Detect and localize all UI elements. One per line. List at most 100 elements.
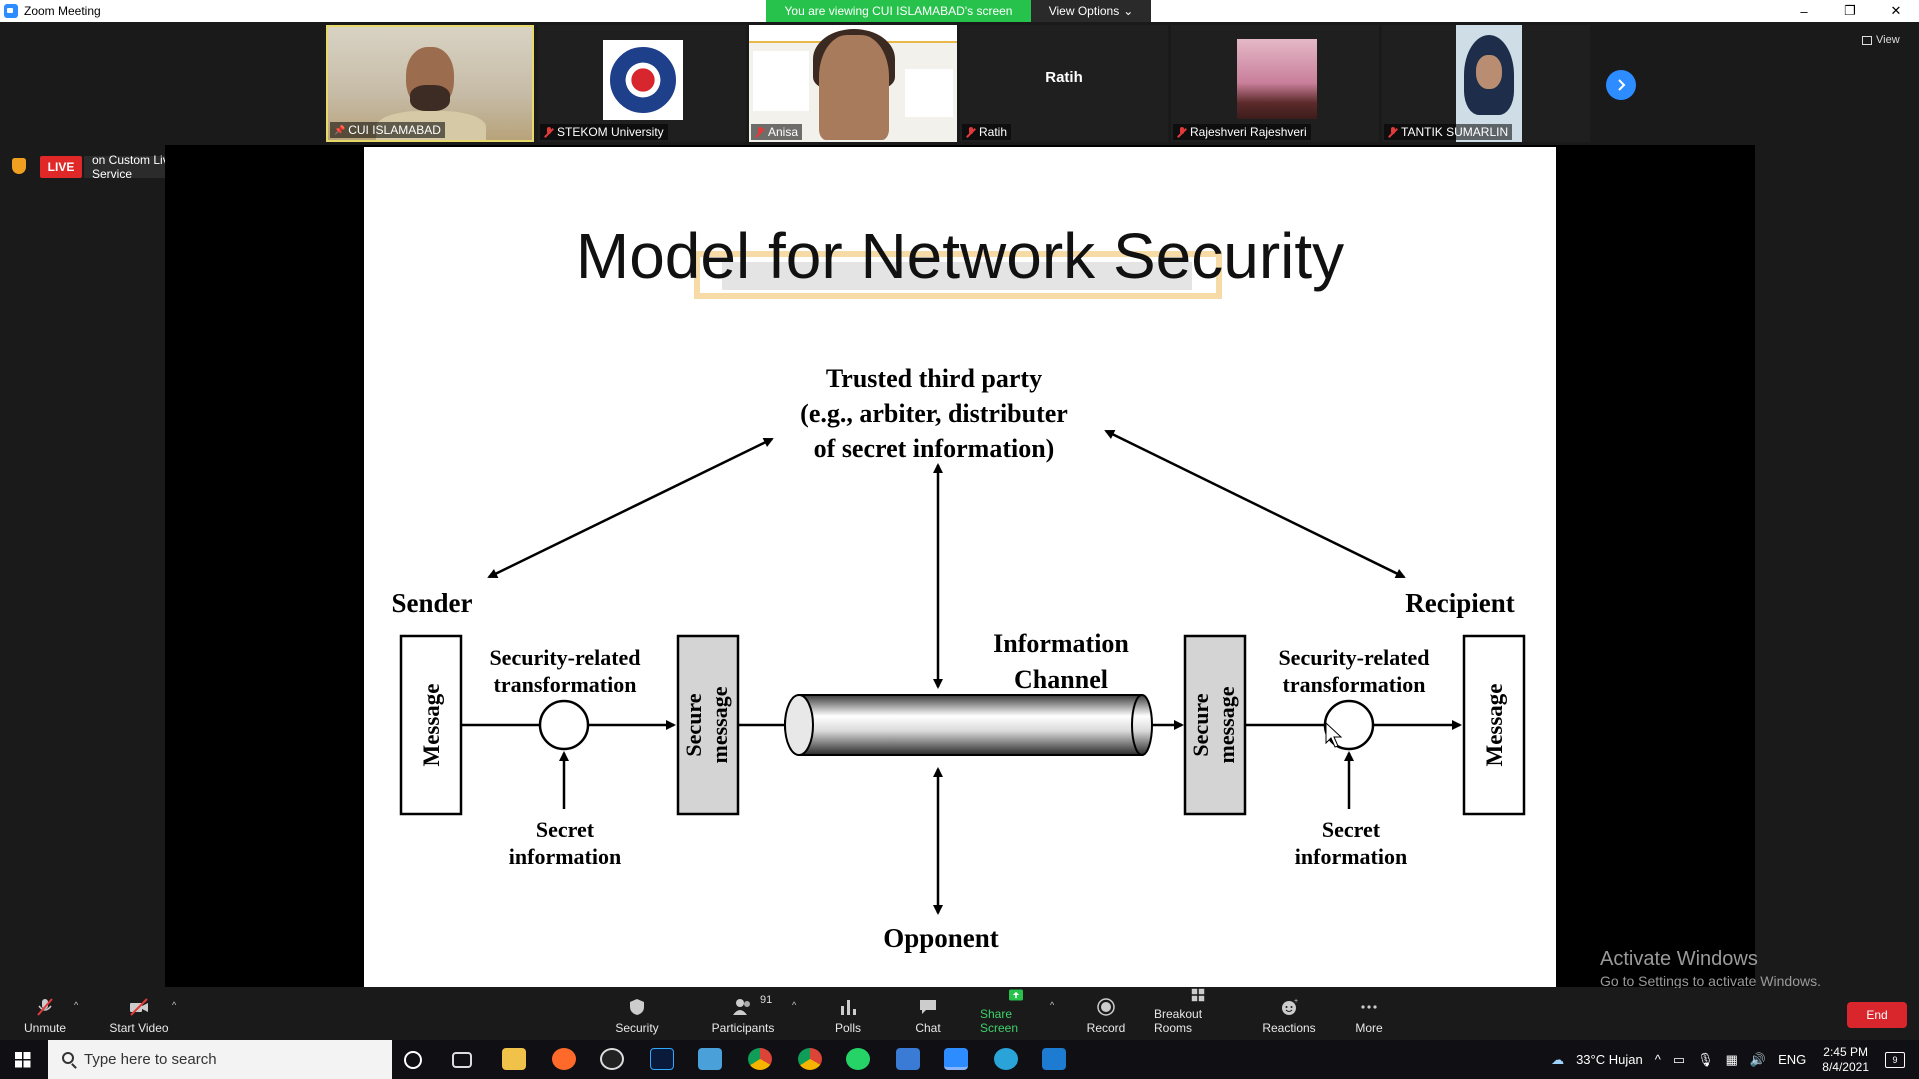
reactions-button[interactable]: + Reactions (1262, 988, 1316, 1040)
participant-name-tag: Ratih (962, 124, 1012, 140)
participant-name-tag: Anisa (751, 124, 803, 140)
view-options-button[interactable]: View Options ⌄ (1031, 0, 1151, 22)
firefox-icon[interactable] (552, 1048, 576, 1070)
minimize-button[interactable]: – (1800, 3, 1808, 19)
mic-muted-icon (1388, 126, 1398, 138)
task-view-icon[interactable] (452, 1052, 472, 1068)
battery-icon[interactable]: ▭ (1672, 1051, 1686, 1067)
pin-icon: 📌 (334, 124, 346, 135)
share-screen-icon (1009, 989, 1023, 1001)
participants-button[interactable]: Participants (710, 988, 776, 1040)
clock-date: 8/4/2021 (1822, 1059, 1869, 1074)
unmute-button[interactable]: Unmute (20, 988, 70, 1040)
telegram-icon[interactable] (994, 1048, 1018, 1070)
activate-windows-subtitle: Go to Settings to activate Windows. (1600, 973, 1821, 989)
notification-center-icon[interactable]: 9 (1885, 1051, 1905, 1068)
channel-label-line-1: Information (993, 629, 1129, 658)
mic-muted-icon (966, 126, 976, 138)
photos-icon[interactable] (1042, 1048, 1066, 1070)
mail-icon[interactable] (896, 1048, 920, 1070)
clock-time: 2:45 PM (1823, 1044, 1868, 1059)
video-tile[interactable]: STEKOM University (538, 25, 746, 142)
record-button[interactable]: Record (1084, 988, 1128, 1040)
zoom-taskbar-icon[interactable] (944, 1048, 968, 1070)
left-transform-line-2: transformation (494, 672, 637, 697)
trusted-party-line-3: of secret information) (814, 434, 1055, 463)
whatsapp-icon[interactable] (846, 1048, 870, 1070)
video-off-icon (130, 998, 148, 1016)
participant-name: CUI ISLAMABAD (348, 123, 441, 137)
weather-text[interactable]: 33°C Hujan (1576, 1052, 1643, 1067)
notepad-icon[interactable] (698, 1048, 722, 1070)
right-secret-line-2: information (1295, 844, 1407, 869)
microphone-icon[interactable]: 🎙 (1697, 1051, 1714, 1067)
participant-name: Ratih (979, 125, 1008, 139)
view-options-label: View Options (1048, 4, 1120, 18)
tray-overflow-icon[interactable]: ^ (1654, 1052, 1661, 1067)
sender-secure-line-2: message (707, 686, 732, 763)
inkscape-icon[interactable] (600, 1048, 624, 1070)
sender-message-box (399, 634, 463, 816)
participant-name: TANTIK SUMARLIN (1401, 125, 1509, 139)
start-video-button[interactable]: Start Video (106, 988, 172, 1040)
left-transform-line-1: Security-related (489, 645, 640, 670)
polls-button[interactable]: Polls (830, 988, 866, 1040)
volume-icon[interactable]: 🔊 (1749, 1051, 1767, 1067)
breakout-rooms-button[interactable]: Breakout Rooms (1154, 988, 1242, 1040)
window-controls: – ❐ ✕ (1781, 0, 1919, 22)
chat-button[interactable]: Chat (912, 988, 944, 1040)
reactions-label: Reactions (1262, 1021, 1316, 1035)
cortana-icon[interactable] (404, 1051, 422, 1069)
chat-icon (920, 1000, 936, 1014)
video-tile[interactable]: TANTIK SUMARLIN (1382, 25, 1590, 142)
restore-button[interactable]: ❐ (1844, 3, 1856, 18)
profile-picture (1456, 25, 1522, 142)
end-meeting-button[interactable]: End (1847, 1002, 1907, 1028)
mic-muted-icon (755, 126, 765, 138)
start-button[interactable] (0, 1040, 46, 1079)
view-layout-button[interactable]: View (1862, 34, 1900, 46)
file-explorer-icon[interactable] (502, 1048, 526, 1070)
participant-count: 91 (760, 994, 773, 1006)
share-screen-button[interactable]: Share Screen (980, 988, 1052, 1040)
more-button[interactable]: More (1354, 988, 1384, 1040)
viewing-banner: You are viewing CUI ISLAMABAD's screen (766, 0, 1031, 22)
network-icon[interactable]: ▦ (1725, 1051, 1738, 1067)
security-shield-icon[interactable] (12, 158, 26, 174)
video-tile[interactable]: Rajeshveri Rajeshveri (1171, 25, 1379, 142)
next-page-button[interactable] (1606, 70, 1636, 100)
language-indicator[interactable]: ENG (1778, 1052, 1807, 1067)
participant-name-tag: 📌 CUI ISLAMABAD (330, 122, 445, 138)
stekom-logo (603, 40, 683, 120)
trusted-party-line-1: Trusted third party (826, 364, 1042, 393)
taskbar-clock[interactable]: 2:45 PM 8/4/2021 (1822, 1045, 1869, 1075)
slide-title: Model for Network Security (575, 220, 1345, 292)
weather-icon[interactable]: ☁ (1551, 1051, 1565, 1067)
participant-center-name: Ratih (1045, 69, 1083, 86)
mic-muted-icon (544, 126, 554, 138)
taskbar-search-input[interactable]: Type here to search (48, 1040, 392, 1079)
windows-logo-icon (15, 1051, 31, 1067)
security-button[interactable]: Security (612, 988, 662, 1040)
arrow-trusted-sender (487, 437, 774, 579)
notification-count: 9 (1892, 1054, 1898, 1065)
right-secret-line-1: Secret (1322, 817, 1381, 842)
sender-label: Sender (392, 588, 473, 618)
close-button[interactable]: ✕ (1890, 3, 1902, 18)
share-options-caret[interactable]: ^ (1050, 1000, 1055, 1010)
information-channel-pipe (798, 694, 1143, 756)
participant-name-tag: STEKOM University (540, 124, 668, 140)
video-tile[interactable]: Anisa (749, 25, 957, 142)
breakout-rooms-icon (1191, 988, 1205, 1002)
photoshop-icon[interactable] (650, 1048, 674, 1070)
chrome-profile-icon[interactable] (798, 1048, 822, 1070)
video-options-caret[interactable]: ^ (172, 1000, 177, 1010)
audio-options-caret[interactable]: ^ (74, 1000, 79, 1010)
chrome-icon[interactable] (748, 1048, 772, 1070)
security-label: Security (615, 1021, 659, 1035)
participants-options-caret[interactable]: ^ (792, 1000, 797, 1010)
right-transform-line-2: transformation (1283, 672, 1426, 697)
participant-name-tag: Rajeshveri Rajeshveri (1173, 124, 1311, 140)
video-tile[interactable]: 📌 CUI ISLAMABAD (326, 25, 534, 142)
video-tile[interactable]: Ratih Ratih (960, 25, 1168, 142)
